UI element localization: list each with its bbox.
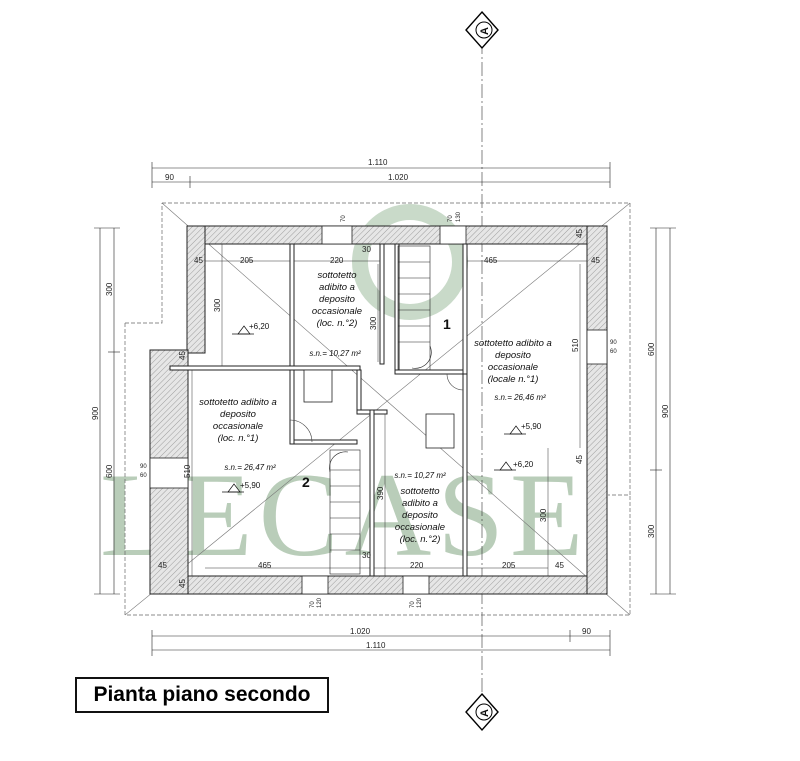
room-loc1-right-l2: deposito [495,350,531,361]
room-loc1-right-l1: sottotetto adibito a [474,338,552,349]
windows [149,225,608,595]
section-label-bottom: A [479,709,491,717]
dim-left-upper: 300 [105,282,114,296]
shafts [303,369,455,449]
room-loc2-top-l4: occasionale [312,306,362,317]
room-loc2-top: sottotetto adibito a deposito occasional… [309,270,362,358]
stair-bottom [329,449,361,575]
level-a-text: +6,20 [249,322,270,331]
room-loc1-right: sottotetto adibito a deposito occasional… [474,338,552,402]
room-loc2-top-l5: (loc. n.°2) [317,318,358,329]
dim-45-d: 45 [555,561,564,570]
dim-70-a: 70 [341,215,347,222]
level-marker-c: +5,90 [504,422,542,435]
dim-120-a: 120 [317,597,323,608]
unit-number-2: 2 [302,474,310,490]
room-loc1-left-l2: deposito [220,409,256,420]
room-loc1-left: sottotetto adibito a deposito occasional… [199,397,277,472]
dim-390: 390 [376,486,385,500]
room-loc2-top-area: s.n.= 10,27 m² [309,349,361,358]
roof-outline [124,202,631,616]
room-loc2-bottom-l2: adibito a [402,498,438,509]
level-c-text: +5,90 [521,422,542,431]
dim-30-a: 30 [362,551,371,560]
dim-300-b: 300 [369,316,378,330]
door-swings [289,373,464,443]
room-loc1-left-l1: sottotetto adibito a [199,397,277,408]
room-loc2-bottom-l4: occasionale [395,522,445,533]
dim-130: 130 [456,211,462,222]
room-loc1-right-l4: (locale n.°1) [488,374,539,385]
room-loc2-bottom-l3: deposito [402,510,438,521]
dim-left-lower: 600 [105,464,114,478]
dim-top-inner: 1.020 [388,173,409,182]
dim-left-total: 900 [91,406,100,420]
dim-45-f: 45 [178,579,187,588]
dim-300-c: 300 [539,508,548,522]
dim-30-b: 30 [362,245,371,254]
room-loc2-bottom-l1: sottotetto [400,486,439,497]
room-loc1-left-l4: (loc. n.°1) [218,433,259,444]
room-loc1-left-area: s.n.= 26,47 m² [224,463,276,472]
roof-ridges [124,202,631,616]
dim-465-b: 465 [258,561,272,570]
dim-220-a: 220 [330,256,344,265]
room-loc1-right-l3: occasionale [488,362,538,373]
dim-70-c: 70 [310,601,316,608]
room-loc2-bottom-l5: (loc. n.°2) [400,534,441,545]
dim-45-c: 45 [158,561,167,570]
dim-bottom-total: 1.110 [366,641,386,650]
section-marker-bottom: A [465,692,499,732]
room-loc1-right-area: s.n.= 26,46 m² [494,393,546,402]
dim-bottom-right: 90 [582,627,591,636]
room-loc2-top-l2: adibito a [319,282,355,293]
dim-510-a: 510 [571,338,580,352]
level-b-text: +5,90 [240,481,261,490]
unit-number-1: 1 [443,316,451,332]
dim-300-a: 300 [213,298,222,312]
level-marker-d: +6,20 [494,460,534,471]
dim-60-win-l: 60 [140,473,147,479]
page-title: Pianta piano secondo [75,677,329,713]
dim-70-d: 70 [410,601,416,608]
dim-45-a: 45 [194,256,203,265]
dim-45-g: 45 [575,229,584,238]
dim-70-b: 70 [448,215,454,222]
room-loc2-top-l3: deposito [319,294,355,305]
dim-45-e: 45 [178,351,187,360]
dim-220-b: 220 [410,561,424,570]
dim-510-b: 510 [183,464,192,478]
stair-top [397,245,432,371]
dim-right-total: 900 [661,404,670,418]
room-loc2-bottom-area: s.n.= 10,27 m² [394,471,446,480]
room-loc2-bottom: s.n.= 10,27 m² sottotetto adibito a depo… [394,471,446,545]
room-loc1-left-l3: occasionale [213,421,263,432]
watermark-emblem [352,204,468,320]
interior-walls [169,243,468,577]
inner-dimension-lines [191,244,587,576]
dim-60-win: 60 [610,349,617,355]
dim-right-lower: 300 [647,524,656,538]
dim-top-left: 90 [165,173,174,182]
level-marker-a: +6,20 [232,322,270,335]
dim-205-b: 205 [502,561,516,570]
dim-90-win: 90 [610,340,617,346]
level-d-text: +6,20 [513,460,534,469]
dim-205-a: 205 [240,256,254,265]
dim-90-win-l: 90 [140,464,147,470]
dim-465-a: 465 [484,256,498,265]
dim-bottom-inner: 1.020 [350,627,371,636]
outer-dimension-lines [94,162,676,656]
room-loc2-top-l1: sottotetto [317,270,356,281]
section-label-top: A [479,27,491,35]
level-marker-b: +5,90 [222,481,261,493]
dim-45-h: 45 [575,455,584,464]
section-marker-top: A [465,10,499,50]
dim-right-upper: 600 [647,342,656,356]
dim-45-b: 45 [591,256,600,265]
dim-120-b: 120 [417,597,423,608]
dim-top-total: 1.110 [368,158,388,167]
